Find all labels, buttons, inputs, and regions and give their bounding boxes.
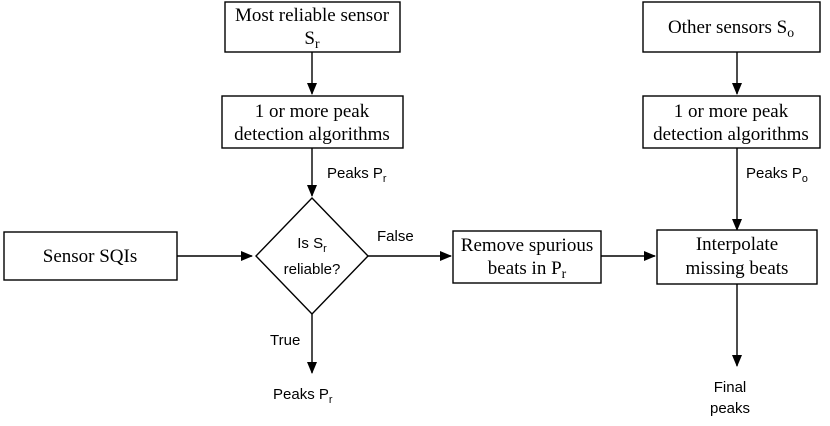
label-final-line2: peaks bbox=[710, 400, 750, 417]
label-peaks-pr-bottom: Peaks Pr bbox=[273, 386, 333, 406]
node-most-reliable-sensor: Most reliable sensor Sr bbox=[224, 1, 401, 53]
node-remove-spurious-line2: beats in Pr bbox=[488, 258, 567, 281]
node-decision-diamond: Is Sr reliable? bbox=[255, 196, 369, 316]
label-peaks-pr-top: Peaks Pr bbox=[327, 165, 387, 185]
node-remove-spurious-line1: Remove spurious bbox=[461, 235, 593, 256]
label-final-line1: Final bbox=[714, 379, 747, 396]
node-sensor-sqis: Sensor SQIs bbox=[3, 231, 178, 281]
node-interpolate-line1: Interpolate bbox=[696, 234, 778, 255]
label-true: True bbox=[270, 332, 300, 349]
label-false: False bbox=[377, 228, 414, 245]
node-most-reliable-sensor-line2: Sr bbox=[304, 28, 320, 51]
node-peak-detection-right-line1: 1 or more peak bbox=[674, 101, 789, 122]
decision-line2: reliable? bbox=[284, 261, 341, 278]
decision-line1: Is Sr bbox=[297, 235, 327, 255]
node-peak-detection-right: 1 or more peak detection algorithms bbox=[642, 95, 821, 149]
node-peak-detection-left: 1 or more peak detection algorithms bbox=[221, 95, 404, 149]
node-most-reliable-sensor-line1: Most reliable sensor bbox=[235, 5, 390, 26]
node-peak-detection-left-line2: detection algorithms bbox=[234, 124, 390, 145]
node-peak-detection-left-line1: 1 or more peak bbox=[255, 101, 370, 122]
node-sensor-sqis-text: Sensor SQIs bbox=[43, 246, 137, 267]
node-other-sensors-text: Other sensors So bbox=[668, 17, 794, 40]
label-peaks-po: Peaks Po bbox=[746, 165, 808, 185]
node-other-sensors: Other sensors So bbox=[642, 1, 821, 53]
node-interpolate-line2: missing beats bbox=[686, 258, 789, 279]
node-peak-detection-right-line2: detection algorithms bbox=[653, 124, 809, 145]
node-remove-spurious: Remove spurious beats in Pr bbox=[452, 230, 602, 284]
node-interpolate: Interpolate missing beats bbox=[656, 229, 818, 285]
